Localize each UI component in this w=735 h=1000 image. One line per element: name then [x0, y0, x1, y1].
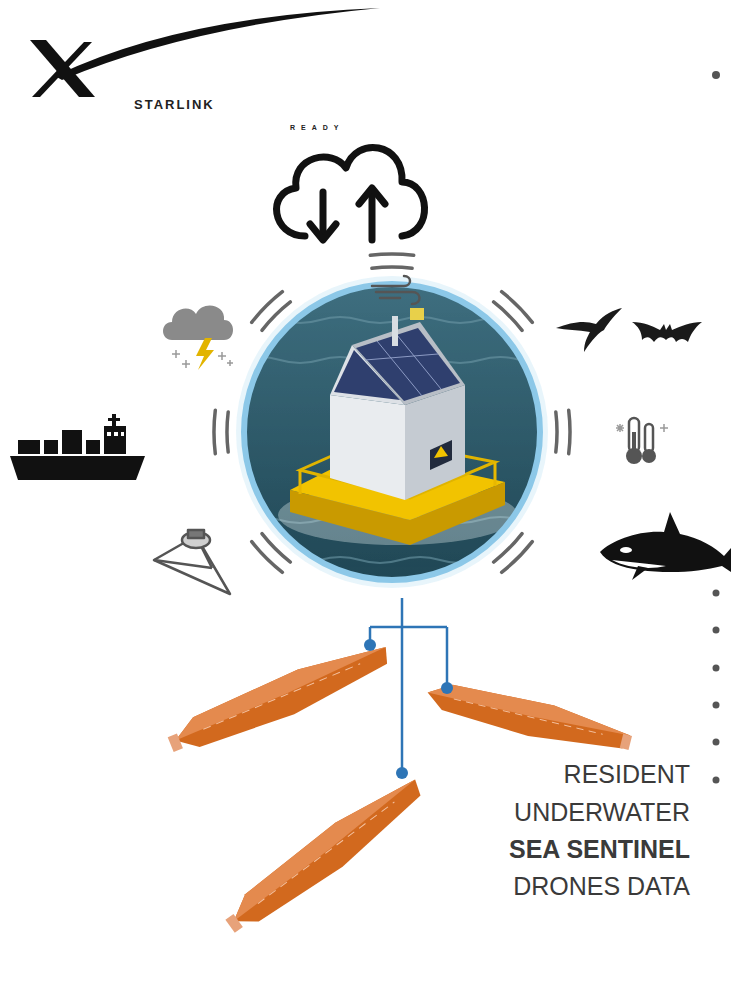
bullet-dots — [712, 71, 720, 784]
buoy-photo — [236, 276, 560, 590]
tether-lines — [370, 598, 447, 772]
temperature-icon — [616, 418, 668, 464]
weather-icon — [163, 305, 233, 370]
orca-icon — [600, 512, 731, 580]
sensor-frame-icon — [154, 530, 230, 594]
brand-tagline: READY — [290, 124, 345, 131]
brand-wordmark: STARLINK — [134, 97, 215, 112]
tether-dots — [364, 639, 453, 779]
cloud-sync-icon — [277, 147, 425, 240]
wind-icon — [372, 276, 420, 304]
ship-icon — [10, 414, 145, 480]
bird-bat-icon — [556, 308, 702, 352]
caption-text: RESIDENT UNDERWATER — [514, 756, 690, 831]
caption-text: SEA SENTINEL — [509, 831, 690, 869]
starlink-logo — [30, 8, 380, 97]
caption-text: DRONES DATA — [513, 868, 690, 906]
